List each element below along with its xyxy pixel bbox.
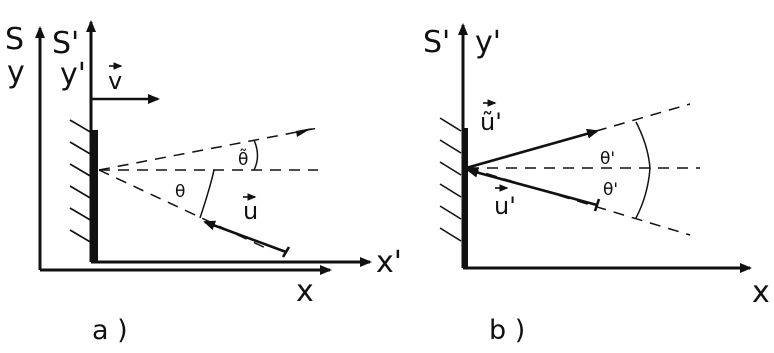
vector-u-prime-arrow xyxy=(466,167,598,207)
label-s: S xyxy=(5,22,24,57)
vector-u-arrow xyxy=(203,220,287,254)
label-theta-tilde: θ̃ xyxy=(238,148,248,170)
label-theta: θ xyxy=(175,182,185,202)
label-u-tilde-prime: ũ' xyxy=(480,108,502,136)
label-y-prime: y' xyxy=(60,57,86,92)
caption-a: a ) xyxy=(92,315,128,346)
label-y: y xyxy=(7,55,25,90)
b-theta-prime-upper-arc xyxy=(635,121,651,169)
theta-tilde-arc xyxy=(253,139,259,171)
label-v: v xyxy=(108,67,122,95)
theta-arc xyxy=(199,169,215,219)
reflected-dashed-line xyxy=(98,127,319,171)
vector-u-tilde-prime-arrow xyxy=(465,128,599,170)
label-theta-prime-upper: θ' xyxy=(600,149,615,169)
label-x-prime: x' xyxy=(376,245,402,280)
label-theta-prime-lower: θ' xyxy=(603,180,618,200)
reflected-direction-arrow xyxy=(296,128,312,137)
label-b-y-prime: y' xyxy=(475,25,501,60)
label-x: x xyxy=(296,274,314,309)
label-u-prime: u' xyxy=(494,192,516,220)
label-u: u xyxy=(243,197,258,225)
panel-b: S' y' ũ' θ' θ' u' x b ) xyxy=(423,23,770,346)
label-s-prime: S' xyxy=(52,26,79,61)
b-wall-hatching xyxy=(439,117,462,242)
wall-hatching xyxy=(69,119,93,244)
label-b-s-prime: S' xyxy=(423,25,450,60)
vector-u-prime-tail xyxy=(593,198,601,212)
label-b-x: x xyxy=(752,275,770,310)
panel-a: v S y S' y' θ̃ θ u x' x a ) xyxy=(5,20,402,346)
b-theta-prime-lower-arc xyxy=(635,167,651,219)
caption-b: b ) xyxy=(489,315,525,346)
vector-u-tail xyxy=(281,246,291,258)
